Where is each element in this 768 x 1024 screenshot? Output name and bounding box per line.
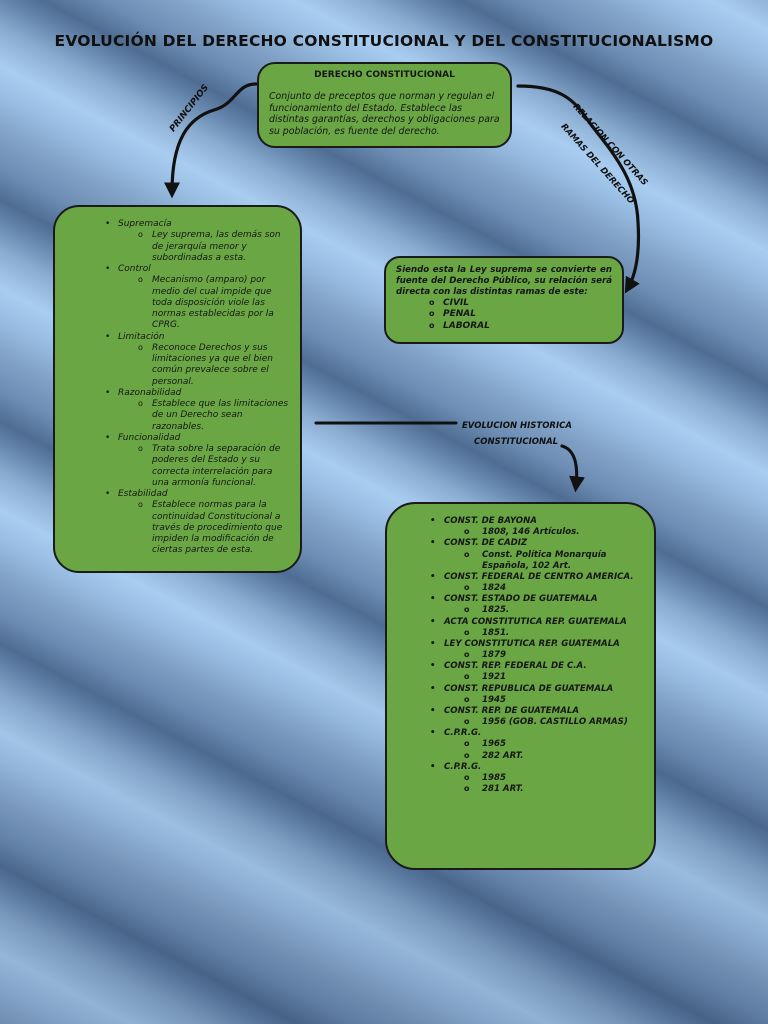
principios-item: EstabilidadEstablece normas para la cont… — [63, 489, 292, 557]
evolucion-item-detail: 1985 — [444, 773, 644, 784]
evolucion-item-details: Const. Política Monarquía Española, 102 … — [444, 550, 644, 572]
evolucion-item-detail: Const. Política Monarquía Española, 102 … — [444, 550, 644, 572]
evolucion-item: CONST. REP. DE GUATEMALA1956 (GOB. CASTI… — [397, 706, 644, 728]
evolucion-item-detail: 1825. — [444, 605, 644, 616]
principios-item-details: Trata sobre la separación de poderes del… — [118, 444, 292, 489]
principios-item: ControlMecanismo (amparo) por medio del … — [63, 264, 292, 332]
evolucion-item-details: 1825. — [444, 605, 644, 616]
evolucion-item-name: CONST. REP. FEDERAL DE C.A. — [444, 661, 587, 672]
rama-item: PENAL — [396, 309, 612, 320]
arrow-principios — [164, 82, 258, 199]
ramas-list: CIVILPENALLABORAL — [396, 298, 612, 332]
principios-item-detail: Reconoce Derechos y sus limitaciones ya … — [118, 343, 292, 388]
evolucion-item-name: CONST. FEDERAL DE CENTRO AMERICA. — [444, 571, 634, 582]
principios-item-detail: Mecanismo (amparo) por medio del cual im… — [118, 275, 292, 331]
derecho-constitucional-heading: DERECHO CONSTITUCIONAL — [314, 70, 455, 80]
evolucion-item: ACTA CONSTITUTICA REP. GUATEMALA1851. — [397, 617, 644, 639]
principios-item-name: Funcionalidad — [118, 432, 181, 443]
evolucion-item-detail: 1956 (GOB. CASTILLO ARMAS) — [444, 717, 644, 728]
evolucion-item-name: CONST. DE BAYONA — [444, 516, 537, 526]
evolucion-item-detail: 1965 — [444, 739, 644, 750]
principios-item-details: Establece que las limitaciones de un Der… — [118, 399, 292, 433]
evolucion-item: C.P.R.G.1965282 ART. — [397, 728, 644, 762]
evolucion-item: CONST. FEDERAL DE CENTRO AMERICA.1824 — [397, 572, 644, 594]
principios-item-detail: Trata sobre la separación de poderes del… — [118, 444, 292, 489]
principios-list: SupremacíaLey suprema, las demás son de … — [63, 219, 292, 557]
principios-item: LimitaciónReconoce Derechos y sus limita… — [63, 332, 292, 388]
evolucion-list: CONST. DE BAYONA1808, 146 Artículos.CONS… — [397, 516, 644, 795]
evolucion-item-details: 1824 — [444, 583, 644, 594]
principios-item-name: Supremacía — [118, 219, 172, 229]
relacion-box: Siendo esta la Ley suprema se convierte … — [384, 256, 624, 344]
evolucion-item-details: 1985281 ART. — [444, 773, 644, 795]
evolucion-item-name: CONST. DE CADIZ — [444, 538, 528, 549]
evolucion-item-detail: 282 ART. — [444, 751, 644, 762]
evolucion-item-name: LEY CONSTITUTICA REP. GUATEMALA — [444, 638, 620, 649]
principios-item: SupremacíaLey suprema, las demás son de … — [63, 219, 292, 264]
evolucion-item-details: 1965282 ART. — [444, 739, 644, 761]
evolucion-item-name: CONST. REP. DE GUATEMALA — [444, 705, 580, 716]
evolucion-item-name: ACTA CONSTITUTICA REP. GUATEMALA — [444, 616, 627, 627]
principios-item-details: Ley suprema, las demás son de jerarquía … — [118, 230, 292, 264]
rama-item: CIVIL — [396, 298, 612, 309]
arrow-evolucion — [560, 444, 586, 493]
evolucion-item: CONST. DE CADIZConst. Política Monarquía… — [397, 538, 644, 572]
label-evolucion-line1: EVOLUCION HISTORICA — [462, 421, 572, 431]
principios-item: RazonabilidadEstablece que las limitacio… — [63, 388, 292, 433]
relacion-intro: Siendo esta la Ley suprema se convierte … — [396, 265, 612, 297]
evolucion-item-detail: 1921 — [444, 672, 644, 683]
derecho-constitucional-definition: Conjunto de preceptos que norman y regul… — [269, 91, 500, 137]
evolucion-item: CONST. DE BAYONA1808, 146 Artículos. — [397, 516, 644, 538]
derecho-constitucional-box: DERECHO CONSTITUCIONAL Conjunto de prece… — [257, 62, 512, 148]
evolucion-item-details: 1808, 146 Artículos. — [444, 527, 644, 538]
evolucion-item-name: C.P.R.G. — [444, 728, 482, 739]
principios-item-details: Establece normas para la continuidad Con… — [118, 500, 292, 556]
evolucion-item-detail: 1945 — [444, 695, 644, 706]
evolucion-item-detail: 1851. — [444, 628, 644, 639]
principios-box: SupremacíaLey suprema, las demás son de … — [53, 205, 302, 573]
evolucion-item: CONST. REPUBLICA DE GUATEMALA1945 — [397, 684, 644, 706]
label-evolucion-line2: CONSTITUCIONAL — [474, 437, 559, 447]
evolucion-item-name: CONST. ESTADO DE GUATEMALA — [444, 594, 598, 605]
evolucion-item: LEY CONSTITUTICA REP. GUATEMALA1879 — [397, 639, 644, 661]
evolucion-item-detail: 1824 — [444, 583, 644, 594]
rama-item: LABORAL — [396, 321, 612, 332]
evolucion-item-detail: 1879 — [444, 650, 644, 661]
evolucion-item-detail: 281 ART. — [444, 784, 644, 795]
principios-item-name: Razonabilidad — [118, 387, 182, 398]
principios-item-detail: Ley suprema, las demás son de jerarquía … — [118, 230, 292, 264]
principios-item-details: Mecanismo (amparo) por medio del cual im… — [118, 275, 292, 331]
principios-item-detail: Establece que las limitaciones de un Der… — [118, 399, 292, 433]
evolucion-item-name: CONST. REPUBLICA DE GUATEMALA — [444, 683, 614, 694]
principios-item-details: Reconoce Derechos y sus limitaciones ya … — [118, 343, 292, 388]
principios-item-name: Control — [118, 264, 151, 274]
principios-item-name: Estabilidad — [118, 489, 168, 499]
principios-item-name: Limitación — [118, 331, 165, 342]
evolucion-item: C.P.R.G.1985281 ART. — [397, 762, 644, 796]
evolucion-item-detail: 1808, 146 Artículos. — [444, 527, 644, 538]
evolucion-item: CONST. REP. FEDERAL DE C.A.1921 — [397, 661, 644, 683]
evolucion-item-details: 1879 — [444, 650, 644, 661]
evolucion-item-details: 1921 — [444, 672, 644, 683]
evolucion-box: CONST. DE BAYONA1808, 146 Artículos.CONS… — [385, 502, 656, 870]
evolucion-item-details: 1956 (GOB. CASTILLO ARMAS) — [444, 717, 644, 728]
principios-item-detail: Establece normas para la continuidad Con… — [118, 500, 292, 556]
principios-item: FuncionalidadTrata sobre la separación d… — [63, 433, 292, 489]
page-title: EVOLUCIÓN DEL DERECHO CONSTITUCIONAL Y D… — [54, 32, 714, 50]
evolucion-item-details: 1851. — [444, 628, 644, 639]
evolucion-item-name: C.P.R.G. — [444, 761, 482, 772]
evolucion-item: CONST. ESTADO DE GUATEMALA1825. — [397, 594, 644, 616]
evolucion-item-details: 1945 — [444, 695, 644, 706]
arrow-relacion — [516, 84, 641, 294]
